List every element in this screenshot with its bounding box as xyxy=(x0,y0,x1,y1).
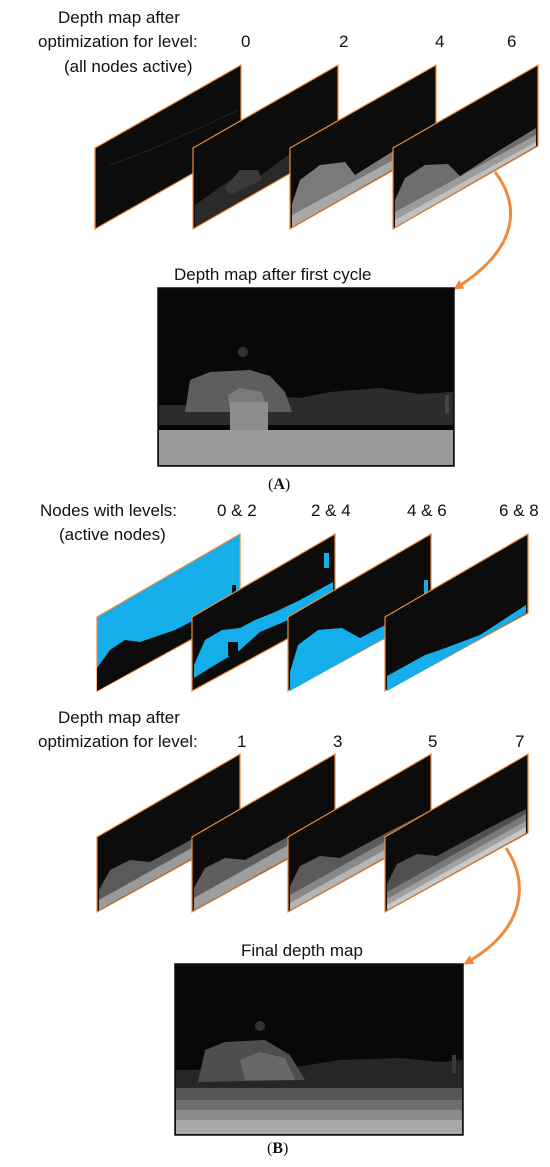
b-result-caption: Final depth map xyxy=(241,941,363,960)
a-depth-map-level-6 xyxy=(392,63,539,231)
b-panel-letter: B xyxy=(272,1140,283,1157)
a-depth-map-after-first-cycle xyxy=(157,287,455,467)
b-node-map-6-8 xyxy=(384,532,529,693)
b-nodes-label-line2: (active nodes) xyxy=(59,525,166,544)
a-panel-close: ) xyxy=(284,476,291,493)
a-level-label-2: 2 xyxy=(339,32,349,51)
a-panel-letter: A xyxy=(273,476,285,493)
b-level-label-5: 5 xyxy=(428,732,438,751)
a-level-label-0: 0 xyxy=(241,32,251,51)
a-row-label-line1: Depth map after xyxy=(58,8,180,27)
b-node-level-label-2: 4 & 6 xyxy=(407,501,447,520)
a-panel-label: (A) xyxy=(268,476,290,494)
b-final-depth-map xyxy=(174,963,464,1136)
b-depth-map-level-7 xyxy=(384,752,529,914)
b-node-level-label-0: 0 & 2 xyxy=(217,501,257,520)
a-result-caption: Depth map after first cycle xyxy=(174,265,372,284)
b-panel-label: (B) xyxy=(267,1140,288,1158)
a-arrow xyxy=(453,171,513,290)
a-row-label-line3: (all nodes active) xyxy=(64,57,193,76)
b-level-label-1: 1 xyxy=(237,732,247,751)
b-panel-close: ) xyxy=(283,1140,289,1157)
b-row-label-line1: Depth map after xyxy=(58,708,180,727)
b-level-label-3: 3 xyxy=(333,732,343,751)
a-panel-open: ( xyxy=(268,476,274,493)
a-row-label-line2: optimization for level: xyxy=(38,32,198,51)
a-level-label-4: 4 xyxy=(435,32,445,51)
b-panel-open: ( xyxy=(267,1140,273,1157)
b-nodes-label-line1: Nodes with levels: xyxy=(40,501,178,520)
b-arrow xyxy=(463,847,521,965)
b-node-level-label-3: 6 & 8 xyxy=(499,501,539,520)
b-row-label-line2: optimization for level: xyxy=(38,732,198,751)
a-level-label-6: 6 xyxy=(507,32,517,51)
b-level-label-7: 7 xyxy=(515,732,525,751)
b-node-level-label-1: 2 & 4 xyxy=(311,501,351,520)
